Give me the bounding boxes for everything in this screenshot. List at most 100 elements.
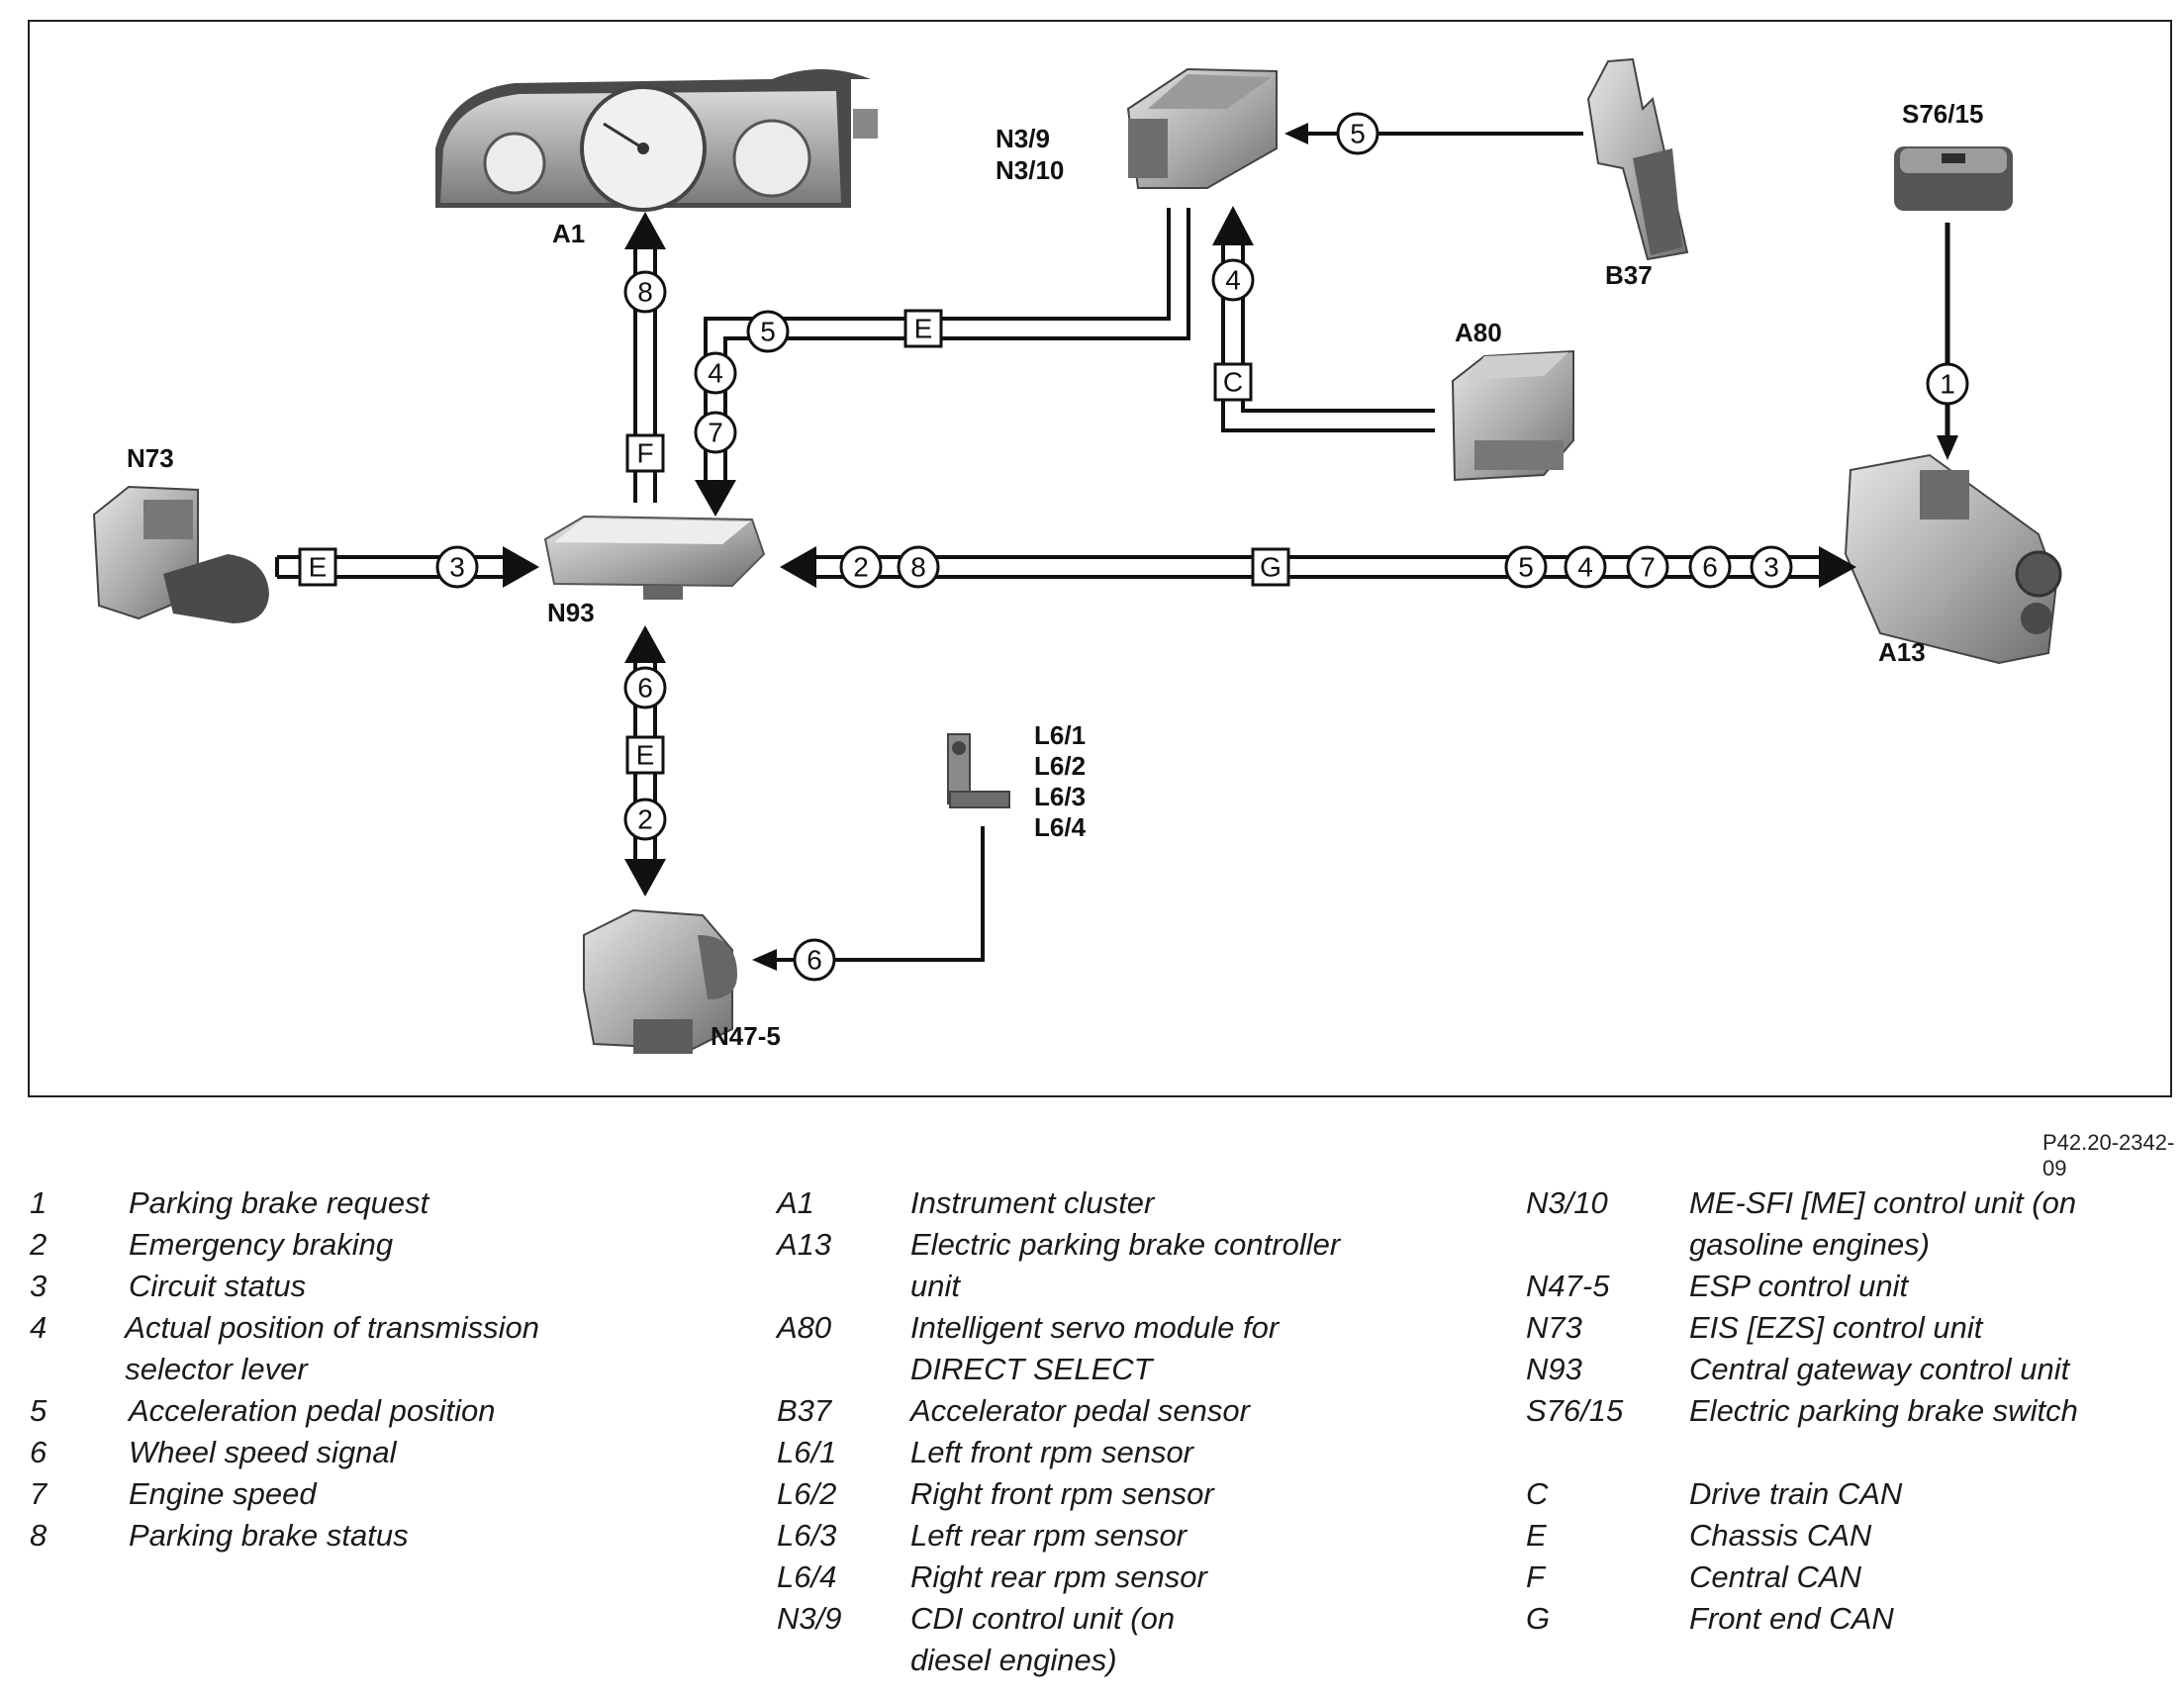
- signal-marker: [694, 351, 737, 395]
- legend-desc: Right front rpm sensor: [910, 1476, 1214, 1511]
- label-s76-15: S76/15: [1902, 99, 1983, 129]
- legend-desc: Electric parking brake switch: [1689, 1393, 2078, 1428]
- signal-marker: [793, 938, 836, 982]
- legend-key: E: [1526, 1518, 1547, 1553]
- legend-key: 2: [30, 1227, 47, 1262]
- signal-number: 7: [1640, 552, 1656, 583]
- legend-desc: Intelligent servo module for DIRECT SELE…: [910, 1310, 1280, 1386]
- signal-number: 3: [449, 552, 465, 583]
- legend-desc: Emergency braking: [129, 1227, 394, 1262]
- legend-key: 3: [30, 1269, 47, 1303]
- engine-control-unit-image: [1126, 67, 1278, 189]
- legend-desc: Acceleration pedal position: [129, 1393, 496, 1428]
- signal-marker: [1504, 545, 1548, 589]
- instrument-cluster-image: [435, 69, 878, 212]
- label-a80: A80: [1455, 318, 1502, 347]
- bus-label-e-left: E: [309, 552, 328, 583]
- signal-number: 5: [1518, 552, 1534, 583]
- signal-number: 2: [853, 552, 869, 583]
- legend-desc: Electric parking brake controller unit: [910, 1227, 1341, 1303]
- label-a1: A1: [552, 219, 585, 248]
- diagram-frame: [28, 20, 2172, 1097]
- legend-desc: CDI control unit (on diesel engines): [910, 1601, 1176, 1677]
- legend-desc: Drive train CAN: [1689, 1476, 1903, 1511]
- signal-number: 6: [1702, 552, 1718, 583]
- epb-controller-image: [1844, 453, 2062, 665]
- bus-box-e-top: [903, 309, 943, 348]
- signal-number: 7: [708, 418, 723, 448]
- legend-desc: Central CAN: [1689, 1559, 1861, 1594]
- legend-row: B37 Accelerator pedal sensor: [777, 1390, 1445, 1432]
- central-gateway-image: [543, 515, 766, 600]
- signal-number: 4: [708, 358, 723, 389]
- accelerator-pedal-image: [1586, 57, 1689, 261]
- bus-box-g: [1251, 547, 1290, 587]
- legend-desc: Chassis CAN: [1689, 1518, 1872, 1553]
- drive-train-can-line: [1212, 206, 1435, 432]
- signal-number: 4: [1577, 552, 1593, 583]
- signal-marker: [694, 411, 737, 454]
- legend-desc: Accelerator pedal sensor: [910, 1393, 1250, 1428]
- legend-desc: ESP control unit: [1689, 1269, 1909, 1303]
- legend-key: L6/1: [777, 1435, 837, 1469]
- label-l6-3: L6/3: [1034, 782, 1086, 811]
- parking-brake-switch-image: [1894, 146, 2013, 211]
- signal-marker: [1750, 545, 1793, 589]
- servo-module-image: [1451, 349, 1574, 482]
- legend-key: L6/2: [777, 1476, 837, 1511]
- signal-marker: [839, 545, 883, 589]
- bus-box-f: [625, 433, 665, 473]
- chassis-can-line-upper: [695, 208, 1190, 517]
- legend-row: 7 Engine speed: [30, 1473, 722, 1515]
- signal-marker: [1926, 362, 1969, 406]
- label-n47-5: N47-5: [711, 1021, 781, 1051]
- legend-desc: Engine speed: [129, 1476, 317, 1511]
- legend-key: 7: [30, 1476, 47, 1511]
- legend-key: A80: [777, 1310, 832, 1345]
- legend-row: A80 Intelligent servo module for DIRECT S…: [777, 1307, 1445, 1390]
- label-l6-2: L6/2: [1034, 751, 1086, 781]
- legend-desc: Parking brake status: [129, 1518, 409, 1553]
- legend-row: E Chassis CAN: [1526, 1515, 2154, 1557]
- legend-key: 5: [30, 1393, 47, 1428]
- legend-row: L6/2 Right front rpm sensor: [777, 1473, 1445, 1515]
- switch-signal-line: [1937, 223, 1958, 460]
- label-n3-10: N3/10: [996, 155, 1064, 185]
- legend-key: A13: [777, 1227, 832, 1262]
- legend-row: A13 Electric parking brake controller uni…: [777, 1224, 1445, 1307]
- signal-marker: [1626, 545, 1669, 589]
- signal-number: 4: [1225, 265, 1241, 296]
- legend-key: L6/3: [777, 1518, 837, 1553]
- bus-label-e-top: E: [914, 314, 933, 344]
- signal-marker: [1336, 112, 1379, 155]
- label-n3-9: N3/9: [996, 124, 1050, 153]
- rpm-sensor-image: [947, 733, 1010, 808]
- legend-desc: Parking brake request: [129, 1185, 429, 1220]
- signal-marker: [623, 666, 667, 709]
- legend-desc: Right rear rpm sensor: [910, 1559, 1207, 1594]
- legend-key: N3/10: [1526, 1185, 1608, 1220]
- signal-marker: [1564, 545, 1607, 589]
- signal-number: 5: [760, 317, 776, 347]
- signal-marker: [746, 310, 790, 353]
- signal-number: 1: [1940, 369, 1955, 400]
- legend-key: B37: [777, 1393, 832, 1428]
- wheel-speed-line: [752, 826, 985, 971]
- signal-number: 5: [1350, 119, 1366, 149]
- legend-row: 5 Acceleration pedal position: [30, 1390, 722, 1432]
